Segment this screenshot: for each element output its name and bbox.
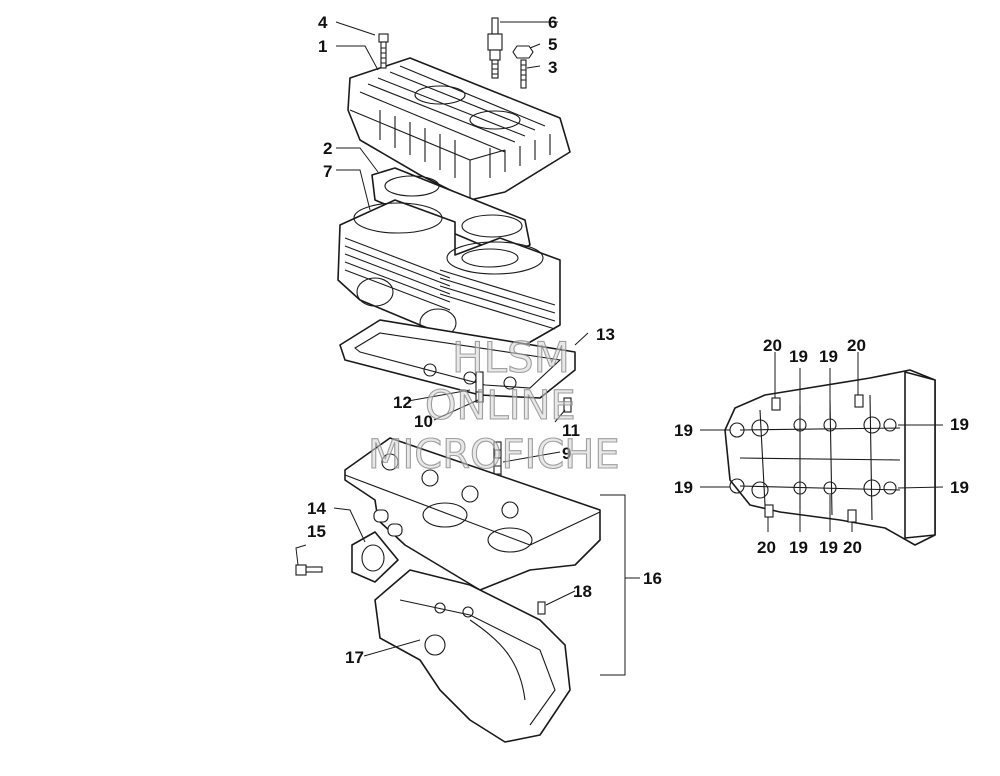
watermark-line-2: ONLINE xyxy=(425,383,576,429)
watermark: HLSM ONLINE MICROFICHE xyxy=(367,332,620,478)
callout-19-bottom-left: 19 xyxy=(789,538,808,557)
leader-lines xyxy=(295,21,640,676)
callout-14: 14 xyxy=(307,499,326,518)
callout-19-left-lower: 19 xyxy=(674,478,693,497)
callout-7: 7 xyxy=(323,162,332,181)
callout-17: 17 xyxy=(345,648,364,667)
callout-19-right-upper: 19 xyxy=(950,415,969,434)
detail-leader-lines xyxy=(700,352,944,532)
callout-1: 1 xyxy=(318,37,327,56)
head-gasket xyxy=(371,167,531,256)
callout-19-top-right: 19 xyxy=(819,347,838,366)
callout-2: 2 xyxy=(323,139,332,158)
callout-19-left-upper: 19 xyxy=(674,421,693,440)
cylinders xyxy=(337,199,561,346)
callout-20-bottom-left: 20 xyxy=(757,538,776,557)
callout-20-bottom-right: 20 xyxy=(843,538,862,557)
callout-13: 13 xyxy=(596,325,615,344)
callout-11: 11 xyxy=(562,421,580,440)
callout-9: 9 xyxy=(562,444,571,463)
head-nut xyxy=(512,45,534,59)
callout-15: 15 xyxy=(307,522,326,541)
callout-19-right-lower: 19 xyxy=(950,478,969,497)
base-gasket xyxy=(339,319,576,399)
callout-4: 4 xyxy=(318,13,328,32)
detail-callout-labels: 20 19 19 20 19 19 19 19 20 19 19 20 xyxy=(674,336,969,557)
callout-20-top-left: 20 xyxy=(763,336,782,355)
head-stud xyxy=(520,59,527,89)
crankcase-detail-view xyxy=(724,369,936,546)
callout-18: 18 xyxy=(573,582,592,601)
callout-3: 3 xyxy=(548,58,557,77)
cylinder-head xyxy=(347,57,571,201)
spark-plug xyxy=(487,17,503,79)
callout-16: 16 xyxy=(643,569,662,588)
callout-12: 12 xyxy=(393,393,412,412)
callout-10: 10 xyxy=(414,412,433,431)
flange-bolt xyxy=(295,564,323,576)
callout-6: 6 xyxy=(548,13,557,32)
callout-labels: 4 1 6 5 3 2 7 13 12 10 11 9 14 15 16 18 … xyxy=(307,13,662,667)
watermark-line-3: MICROFICHE xyxy=(368,432,620,478)
callout-20-top-right: 20 xyxy=(847,336,866,355)
callout-19-bottom-right: 19 xyxy=(819,538,838,557)
head-bolt xyxy=(378,33,389,69)
intake-flange xyxy=(351,531,399,583)
lower-crankcase xyxy=(374,569,571,743)
callout-5: 5 xyxy=(548,35,557,54)
callout-19-top-left: 19 xyxy=(789,347,808,366)
watermark-line-1: HLSM xyxy=(452,333,570,382)
